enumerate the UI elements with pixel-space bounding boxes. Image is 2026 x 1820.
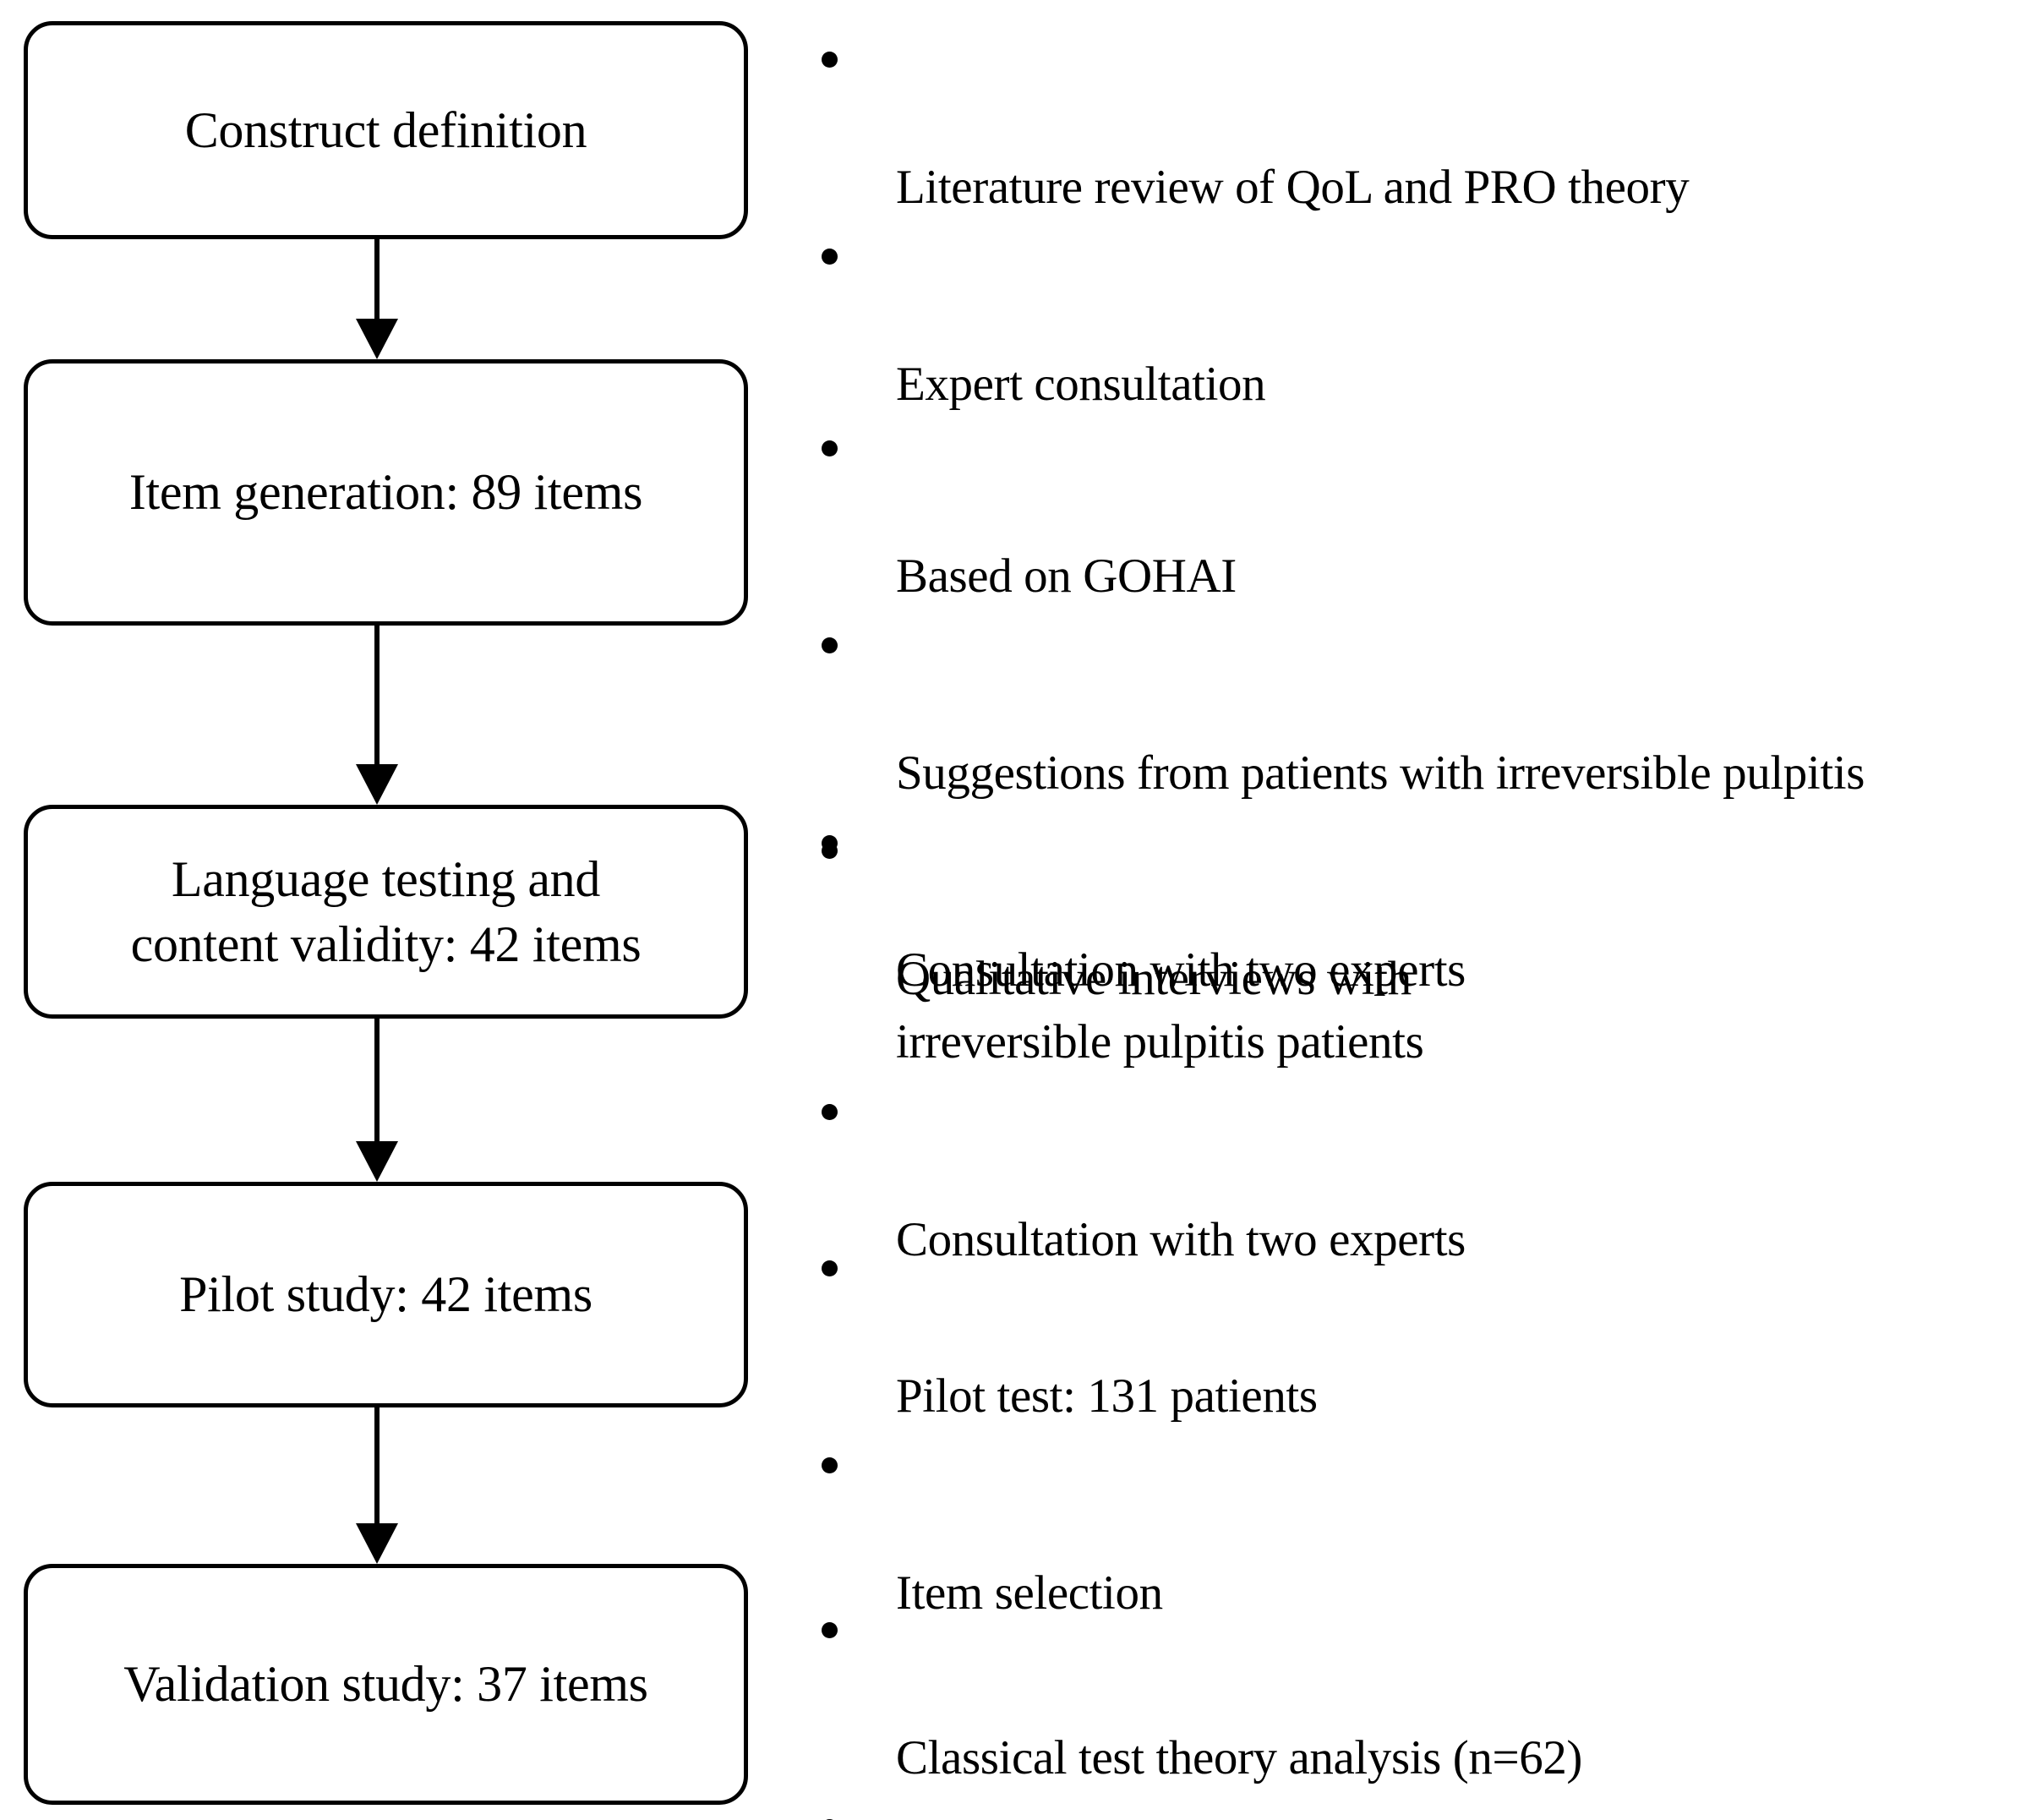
list-item: Pilot test: 131 patients	[813, 1236, 2022, 1428]
list-item-text: Consultation with two experts	[896, 943, 1466, 997]
list-item: Qualitative interviews with irreversible…	[813, 818, 2022, 1074]
list-item-text: Classical test theory analysis (n=62)	[896, 1730, 1583, 1784]
list-item-text: Consultation with two experts	[896, 1212, 1466, 1266]
arrow-shaft	[374, 239, 380, 319]
arrow-item-generation-to-language-testing	[353, 626, 401, 805]
arrow-shaft	[374, 1019, 380, 1141]
flow-box-label: Language testing and content validity: 4…	[130, 850, 642, 972]
arrow-pilot-study-to-validation-study	[353, 1407, 401, 1564]
list-item: Consultation with two experts	[813, 811, 2022, 1003]
flow-box-item-generation[interactable]: Item generation: 89 items	[24, 359, 748, 626]
flow-box-pilot-study[interactable]: Pilot study: 42 items	[24, 1182, 748, 1407]
list-item: Item selection	[813, 1433, 2022, 1625]
arrow-head-icon	[356, 1141, 398, 1182]
list-item-text: Qualitative interviews with irreversible…	[896, 951, 1424, 1069]
bullet-dot-icon	[822, 1622, 838, 1638]
arrow-construct-definition-to-item-generation	[353, 239, 401, 359]
arrow-head-icon	[356, 319, 398, 359]
bullet-group-pilot-study: Pilot test: 131 patients Item selection	[813, 1236, 2022, 1631]
bullet-dot-icon	[822, 440, 838, 456]
list-item-text: Pilot test: 131 patients	[896, 1369, 1318, 1423]
bullet-group-language-testing-content-validity: Qualitative interviews with irreversible…	[813, 818, 2022, 1277]
bullet-group-item-generation: Based on GOHAI Suggestions from patients…	[813, 416, 2022, 1008]
bullet-dot-icon	[822, 52, 838, 68]
bullet-dot-icon	[822, 637, 838, 654]
arrow-head-icon	[356, 1523, 398, 1564]
list-item-text: Based on GOHAI	[896, 549, 1237, 603]
arrow-language-testing-to-pilot-study	[353, 1019, 401, 1182]
flow-box-label: Construct definition	[184, 101, 587, 158]
list-item: Based on GOHAI	[813, 416, 2022, 608]
flow-box-validation-study[interactable]: Validation study: 37 items	[24, 1564, 748, 1805]
arrow-shaft	[374, 1407, 380, 1523]
bullet-group-construct-definition: Literature review of QoL and PRO theory …	[813, 27, 2013, 422]
bullet-group-validation-study: Classical test theory analysis (n=62) Cl…	[813, 1598, 2022, 1820]
bullet-dot-icon	[822, 1104, 838, 1121]
list-item-text: Suggestions from patients with irreversi…	[896, 746, 1865, 800]
list-item: Clinical and methodological review	[813, 1795, 2022, 1820]
flow-box-construct-definition[interactable]: Construct definition	[24, 21, 748, 239]
list-item: Expert consultation	[813, 224, 2013, 416]
flow-box-label: Validation study: 37 items	[123, 1656, 648, 1713]
list-item: Classical test theory analysis (n=62)	[813, 1598, 2022, 1790]
list-item-text: Expert consultation	[896, 357, 1266, 411]
bullet-dot-icon	[822, 1260, 838, 1276]
flow-box-label: Item generation: 89 items	[128, 464, 643, 521]
list-item: Literature review of QoL and PRO theory	[813, 27, 2013, 219]
list-item: Suggestions from patients with irreversi…	[813, 613, 2022, 805]
flow-box-language-testing-content-validity[interactable]: Language testing and content validity: 4…	[24, 805, 748, 1019]
list-item-text: Literature review of QoL and PRO theory	[896, 160, 1690, 214]
flow-box-label: Pilot study: 42 items	[179, 1266, 593, 1323]
bullet-dot-icon	[822, 249, 838, 265]
bullet-dot-icon	[822, 843, 838, 859]
list-item-text: Item selection	[896, 1566, 1163, 1620]
arrow-head-icon	[356, 764, 398, 805]
arrow-shaft	[374, 626, 380, 764]
bullet-dot-icon	[822, 1457, 838, 1474]
list-item: Consultation with two experts	[813, 1079, 2022, 1271]
